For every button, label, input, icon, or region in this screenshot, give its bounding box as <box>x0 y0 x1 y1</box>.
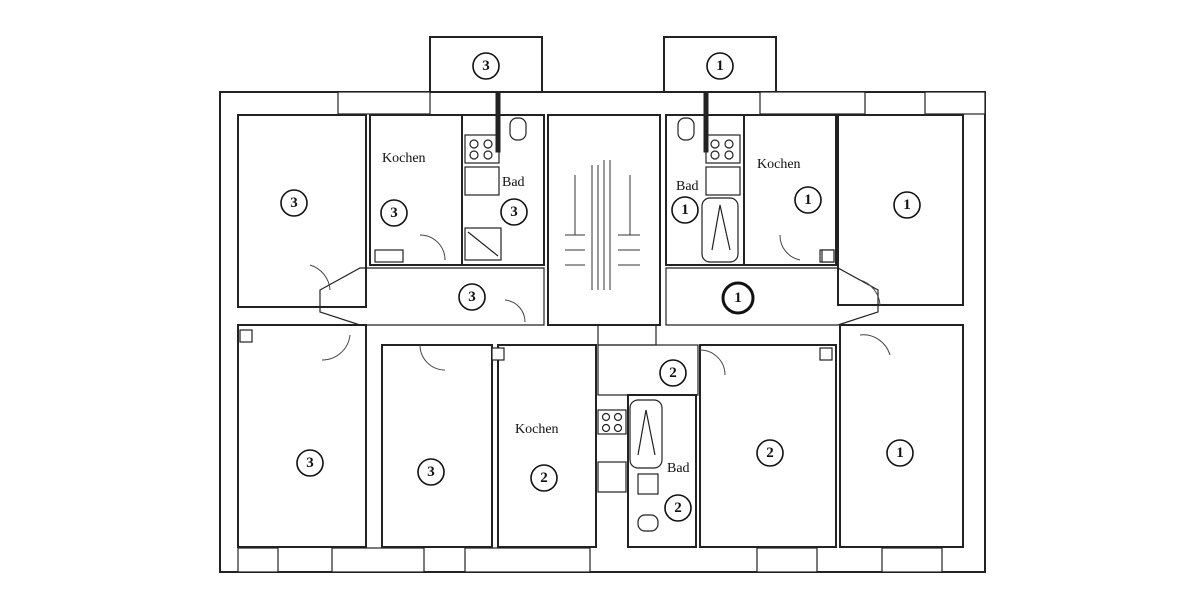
vent-square-3 <box>819 347 833 361</box>
svg-text:1: 1 <box>734 290 742 306</box>
sink-unit-3 <box>464 166 500 196</box>
window-top-1 <box>337 91 431 115</box>
svg-text:1: 1 <box>681 202 689 218</box>
label-bad-unit-3: Bad <box>502 175 525 190</box>
room-kitchen-unit-1 <box>743 114 837 266</box>
room-kitchen-unit-2 <box>497 344 597 548</box>
room-unit-1-upper-right <box>837 114 964 306</box>
window-bottom-5 <box>237 547 279 573</box>
pipe-unit-3 <box>495 91 501 153</box>
svg-text:3: 3 <box>468 289 476 305</box>
pipe-unit-1 <box>703 91 709 153</box>
svg-text:3: 3 <box>290 195 298 211</box>
window-bottom-3 <box>756 547 818 573</box>
unit-marker-room-3c: 3 <box>417 458 445 486</box>
unit-marker-bath-2: 2 <box>664 494 692 522</box>
unit-marker-room-1a: 1 <box>893 191 921 219</box>
unit-marker-hall-2: 2 <box>659 359 687 387</box>
hallway-unit-3 <box>319 267 545 326</box>
svg-text:3: 3 <box>482 58 490 74</box>
svg-text:2: 2 <box>540 470 548 486</box>
unit-marker-room-3a: 3 <box>280 189 308 217</box>
landing <box>597 324 657 346</box>
window-bottom-4 <box>881 547 943 573</box>
door-swings <box>309 234 891 376</box>
svg-text:2: 2 <box>669 365 677 381</box>
vent-square-4 <box>821 249 835 263</box>
room-unit-1-lower-right <box>839 324 964 548</box>
window-bottom-2 <box>464 547 591 573</box>
sink-unit-1 <box>705 166 741 196</box>
stair-treads <box>565 160 640 290</box>
svg-text:1: 1 <box>903 197 911 213</box>
unit-marker-hall-3: 3 <box>458 283 486 311</box>
svg-text:3: 3 <box>510 204 518 220</box>
window-top-3 <box>924 91 986 115</box>
unit-marker-kitchen-2: 2 <box>530 464 558 492</box>
unit-marker-room-2a: 2 <box>756 439 784 467</box>
sink-unit-2 <box>597 461 627 493</box>
stove-unit-2 <box>597 409 627 435</box>
unit-marker-balcony-1: 1 <box>706 52 734 80</box>
toilet-unit-3 <box>509 117 527 141</box>
svg-text:1: 1 <box>896 445 904 461</box>
toilet-unit-2 <box>637 514 659 532</box>
svg-text:2: 2 <box>674 500 682 516</box>
svg-text:3: 3 <box>390 205 398 221</box>
stove-unit-3 <box>464 134 500 164</box>
room-unit-3-lower-mid <box>381 344 493 548</box>
label-bad-unit-1: Bad <box>676 179 699 194</box>
label-bad-unit-2: Bad <box>667 461 690 476</box>
svg-text:3: 3 <box>306 455 314 471</box>
room-kitchen-unit-3 <box>369 114 463 266</box>
unit-marker-room-3b: 3 <box>296 449 324 477</box>
unit-marker-bath-3: 3 <box>500 198 528 226</box>
toilet-unit-1 <box>677 117 695 141</box>
vent-square-2 <box>491 347 505 361</box>
unit-marker-balcony-3: 3 <box>472 52 500 80</box>
vent-unit-3 <box>374 249 404 263</box>
label-kochen-unit-2: Kochen <box>515 422 559 437</box>
window-bottom-1 <box>331 547 425 573</box>
unit-marker-kitchen-1: 1 <box>794 186 822 214</box>
svg-text:1: 1 <box>716 58 724 74</box>
vent-square-1 <box>239 329 253 343</box>
svg-text:2: 2 <box>766 445 774 461</box>
unit-marker-bath-1: 1 <box>671 196 699 224</box>
label-kochen-unit-3: Kochen <box>382 151 426 166</box>
washbasin-unit-2 <box>637 473 659 495</box>
label-kochen-unit-1: Kochen <box>757 157 801 172</box>
svg-text:3: 3 <box>427 464 435 480</box>
room-unit-3-lower-left <box>237 324 367 548</box>
hallway-unit-1 <box>665 267 879 326</box>
stove-unit-1 <box>705 134 741 164</box>
unit-marker-room-1b: 1 <box>886 439 914 467</box>
unit-marker-hall-1: 1 <box>721 281 755 315</box>
window-top-2 <box>759 91 866 115</box>
svg-text:1: 1 <box>804 192 812 208</box>
unit-marker-kitchen-3: 3 <box>380 199 408 227</box>
